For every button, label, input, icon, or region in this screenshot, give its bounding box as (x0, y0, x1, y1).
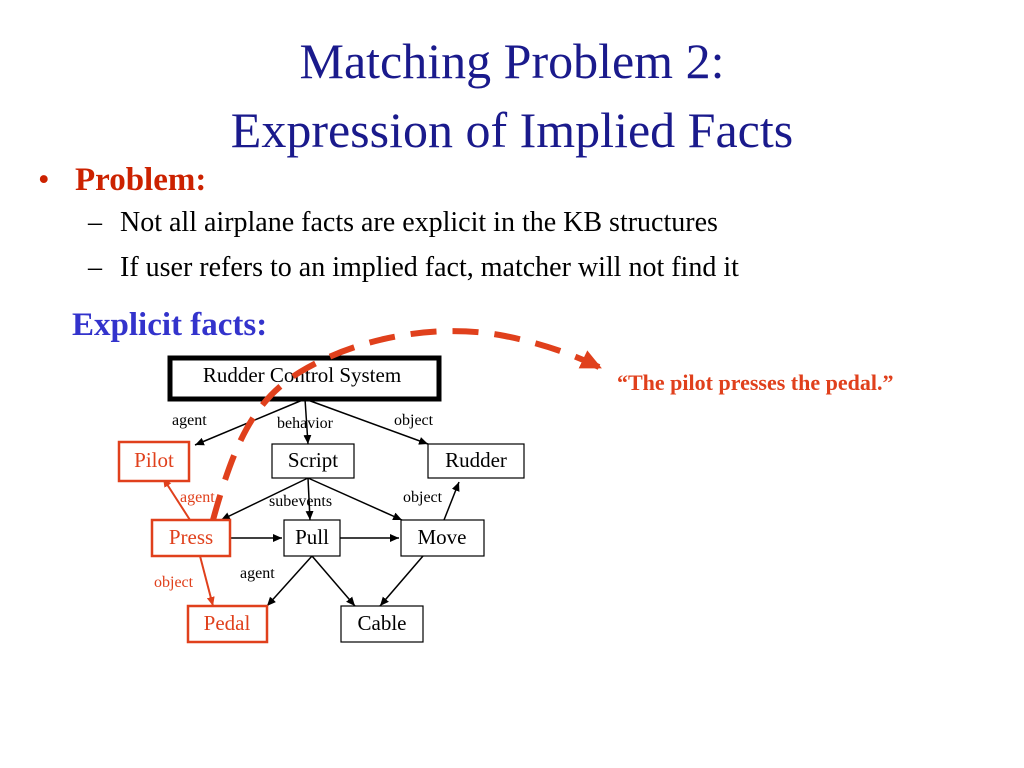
edge-script-move (307, 477, 403, 521)
edge-move-cable (379, 555, 424, 607)
edge-root-script (303, 398, 312, 445)
node-label-script: Script (288, 448, 338, 472)
edge-label-root-behavior: behavior (277, 415, 334, 432)
edge-pull-pedal (266, 555, 313, 607)
sub-bullet-1: –Not all airplane facts are explicit in … (88, 206, 718, 240)
node-label-cable: Cable (358, 611, 407, 635)
node-label-press: Press (169, 525, 213, 549)
node-rudder: Rudder (427, 443, 525, 479)
edge-script-pull (305, 477, 314, 521)
node-pilot: Pilot (117, 440, 191, 483)
problem-label: Problem: (75, 162, 207, 198)
slide-title-line-2: Expression of Implied Facts (230, 102, 794, 158)
edge-label-root-agent: agent (172, 412, 207, 429)
sub-bullet-dash: – (88, 252, 102, 283)
edge-label-press-object: object (154, 574, 194, 591)
bullet-problem: • Problem: (38, 160, 206, 200)
explicit-facts-heading: Explicit facts: (72, 307, 268, 343)
node-pull: Pull (283, 519, 341, 557)
edge-pull-cable (311, 555, 356, 607)
sub-bullet-1-text: Not all airplane facts are explicit in t… (120, 207, 718, 238)
node-cable: Cable (340, 605, 424, 643)
slide-title-line-1: Matching Problem 2: (299, 33, 725, 89)
bullet-marker: • (38, 162, 50, 198)
node-label-pull: Pull (295, 525, 329, 549)
edge-script-press (220, 477, 309, 521)
node-press: Press (150, 518, 232, 558)
edge-label-move-object: object (403, 489, 443, 506)
implied-fact-dashed-arrow (210, 328, 603, 521)
node-label-rudder-control-system: Rudder Control System (203, 363, 401, 387)
sub-bullet-dash: – (88, 207, 102, 238)
implied-fact-quote: “The pilot presses the pedal.” (617, 370, 894, 395)
node-label-pilot: Pilot (134, 448, 174, 472)
edge-label-press-agent: agent (180, 489, 215, 506)
edge-root-pilot (194, 398, 306, 446)
edge-press-pedal-implied (199, 555, 215, 607)
sub-bullet-2: –If user refers to an implied fact, matc… (88, 251, 739, 285)
node-move: Move (400, 519, 485, 557)
edge-press-pilot-implied (162, 477, 191, 521)
node-label-move: Move (418, 525, 467, 549)
node-pedal: Pedal (186, 604, 269, 644)
edge-label-script-subevents: subevents (269, 493, 332, 510)
node-label-rudder: Rudder (445, 448, 507, 472)
node-script: Script (271, 443, 355, 479)
edge-label-root-object: object (394, 412, 434, 429)
node-rudder-control-system: Rudder Control System (167, 355, 442, 402)
node-label-pedal: Pedal (204, 611, 251, 635)
sub-bullet-2-text: If user refers to an implied fact, match… (120, 252, 739, 283)
edge-move-rudder (443, 481, 460, 521)
edge-root-rudder (304, 398, 429, 445)
edge-label-pull-agent: agent (240, 565, 275, 582)
